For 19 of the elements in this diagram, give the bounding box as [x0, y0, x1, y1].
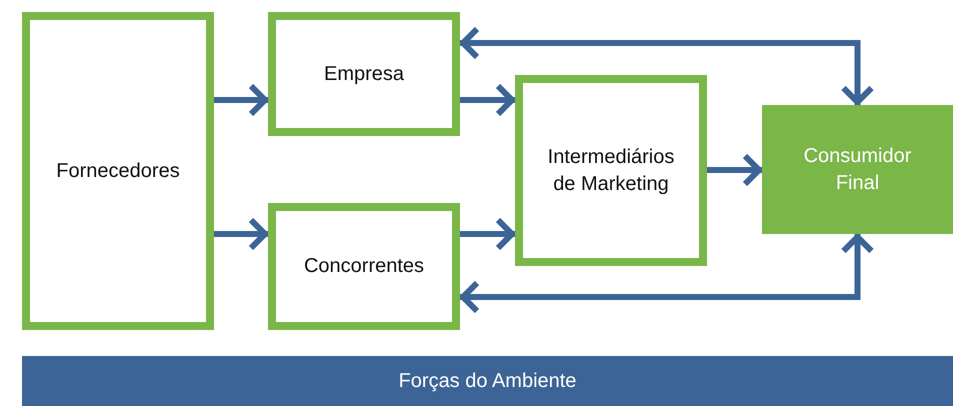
- arrow: [460, 83, 515, 117]
- arrow: [460, 26, 874, 105]
- arrow: [707, 153, 762, 187]
- process-box: [762, 105, 953, 234]
- process-box: [515, 75, 707, 266]
- node-label: Forças do Ambiente: [398, 368, 576, 394]
- node-label: Fornecedores: [56, 158, 180, 184]
- banner-bar: [22, 356, 953, 406]
- arrow: [460, 234, 874, 314]
- node-label: Intermediários de Marketing: [546, 144, 676, 196]
- arrow: [460, 217, 515, 251]
- arrow: [214, 217, 268, 251]
- process-box: [22, 12, 214, 330]
- process-box: [268, 203, 460, 330]
- process-box: [268, 12, 460, 136]
- node-label: Empresa: [324, 62, 404, 86]
- node-label: Concorrentes: [304, 254, 424, 279]
- node-label: Consumidor Final: [802, 144, 912, 196]
- arrow: [214, 83, 268, 117]
